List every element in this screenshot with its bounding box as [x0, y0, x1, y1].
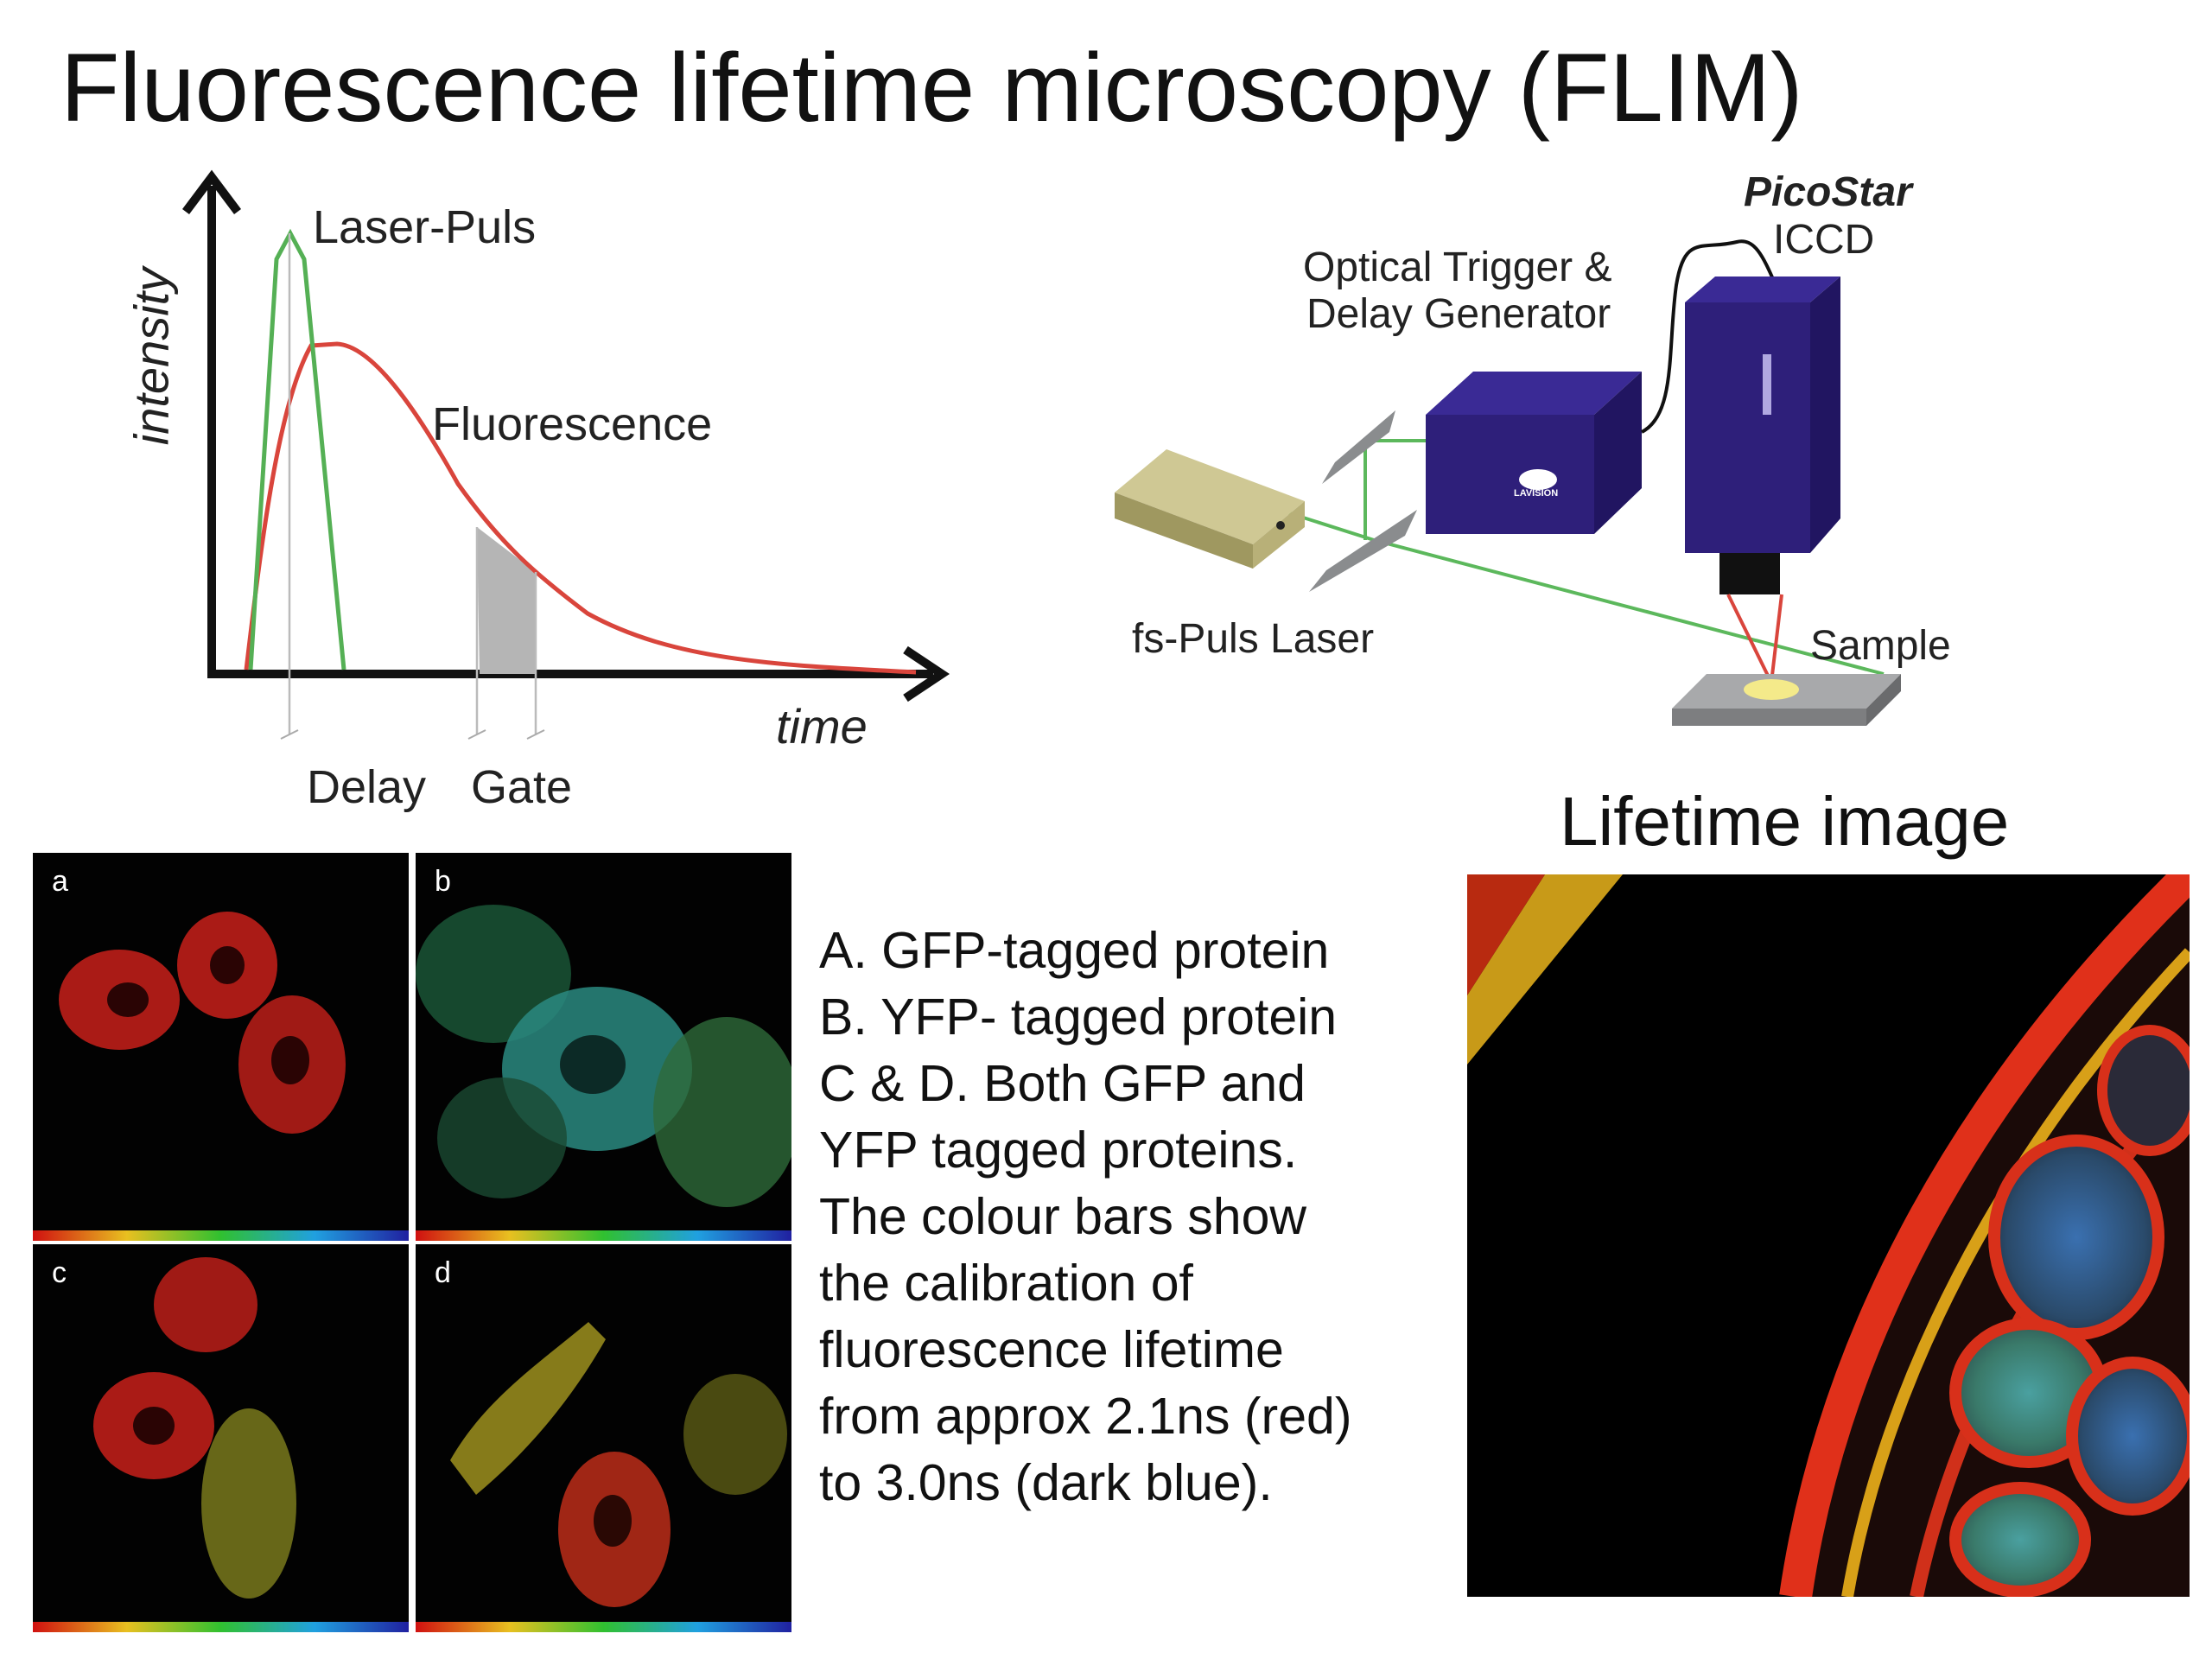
- caption-text: A. GFP-tagged protein B. YFP- tagged pro…: [819, 918, 1441, 1516]
- gate-tick-start: [467, 729, 486, 740]
- trigger-box-front: [1426, 415, 1594, 534]
- trigger-box-top: [1426, 372, 1642, 415]
- camera-logo: [1763, 354, 1771, 415]
- intensity-axis-label: intensity: [124, 267, 179, 446]
- sample-label: Sample: [1810, 623, 1951, 669]
- panel-d: d: [416, 1244, 791, 1632]
- lifetime-image-render: [1467, 874, 2190, 1597]
- setup-diagram: [1115, 239, 1901, 726]
- trigger-logo: [1519, 469, 1557, 490]
- panel-c: c: [33, 1244, 409, 1632]
- camera-side: [1810, 276, 1840, 553]
- panel-c-colorbar: [33, 1622, 409, 1632]
- laser-body-top: [1115, 449, 1305, 544]
- laser-body-front: [1253, 501, 1305, 569]
- panel-b: b: [416, 853, 791, 1241]
- panel-a-cells: [59, 912, 346, 1134]
- sample-stage-side: [1866, 674, 1901, 726]
- panel-b-letter: b: [435, 865, 451, 898]
- caption-line: the calibration of: [819, 1255, 1193, 1312]
- laser-aperture: [1276, 521, 1285, 530]
- microscopy-panel-grid: a b c d: [33, 853, 791, 1632]
- camera-lens: [1719, 553, 1780, 594]
- gating-diagram: [182, 169, 950, 740]
- camera-type-label: ICCD: [1773, 217, 1875, 263]
- caption-line: B. YFP- tagged protein: [819, 988, 1338, 1046]
- lifetime-image: [1467, 874, 2190, 1597]
- gate-tick-end: [526, 729, 545, 740]
- panel-c-letter: c: [52, 1256, 67, 1289]
- caption-line: to 3.0ns (dark blue).: [819, 1454, 1273, 1511]
- panel-a: a: [33, 853, 409, 1241]
- trigger-label-line2: Delay Generator: [1306, 291, 1611, 337]
- cable: [1641, 239, 1777, 434]
- caption-line: C & D. Both GFP and: [819, 1055, 1306, 1112]
- slide-title: Fluorescence lifetime microscopy (FLIM): [60, 34, 1803, 142]
- fluorescence-label: Fluorescence: [432, 398, 713, 450]
- x-axis-arrow: [903, 645, 950, 702]
- camera-brand-label: PicoStar: [1744, 169, 1912, 215]
- lifetime-image-heading: Lifetime image: [1560, 783, 2010, 860]
- fluorescence-curve: [244, 341, 917, 675]
- caption-line: fluorescence lifetime: [819, 1321, 1284, 1378]
- trigger-logo-text: LAVISION: [1514, 488, 1559, 499]
- trigger-label-line1: Optical Trigger &: [1303, 245, 1612, 290]
- panel-b-cells: [416, 905, 791, 1207]
- caption-line: The colour bars show: [819, 1188, 1307, 1245]
- laser-body-side: [1115, 493, 1253, 569]
- delay-label: Delay: [307, 761, 427, 813]
- gate-region: [477, 527, 536, 674]
- caption-line: A. GFP-tagged protein: [819, 922, 1330, 979]
- panel-d-colorbar: [416, 1622, 791, 1632]
- mirror-upper: [1322, 410, 1395, 484]
- camera-front: [1685, 302, 1810, 553]
- sample-specimen: [1744, 679, 1799, 700]
- panel-d-cells: [450, 1322, 787, 1607]
- sample-stage-front: [1672, 709, 1866, 726]
- delay-tick: [280, 729, 299, 740]
- panel-c-cells: [93, 1257, 296, 1599]
- panel-a-letter: a: [52, 865, 68, 898]
- camera-top: [1685, 276, 1840, 302]
- gate-label: Gate: [471, 761, 573, 813]
- panel-b-colorbar: [416, 1230, 791, 1241]
- mirror-lower: [1309, 510, 1417, 592]
- panel-a-colorbar: [33, 1230, 409, 1241]
- trigger-box-side: [1594, 372, 1642, 534]
- caption-line: YFP tagged proteins.: [819, 1122, 1298, 1179]
- time-axis-label: time: [776, 699, 868, 753]
- panel-d-letter: d: [435, 1256, 451, 1289]
- fs-laser-label: fs-Puls Laser: [1132, 616, 1375, 662]
- laser-puls-label: Laser-Puls: [313, 201, 537, 253]
- laser-pulse-curve: [248, 228, 346, 671]
- caption-line: from approx 2.1ns (red): [819, 1388, 1352, 1445]
- y-axis-arrow: [182, 169, 241, 214]
